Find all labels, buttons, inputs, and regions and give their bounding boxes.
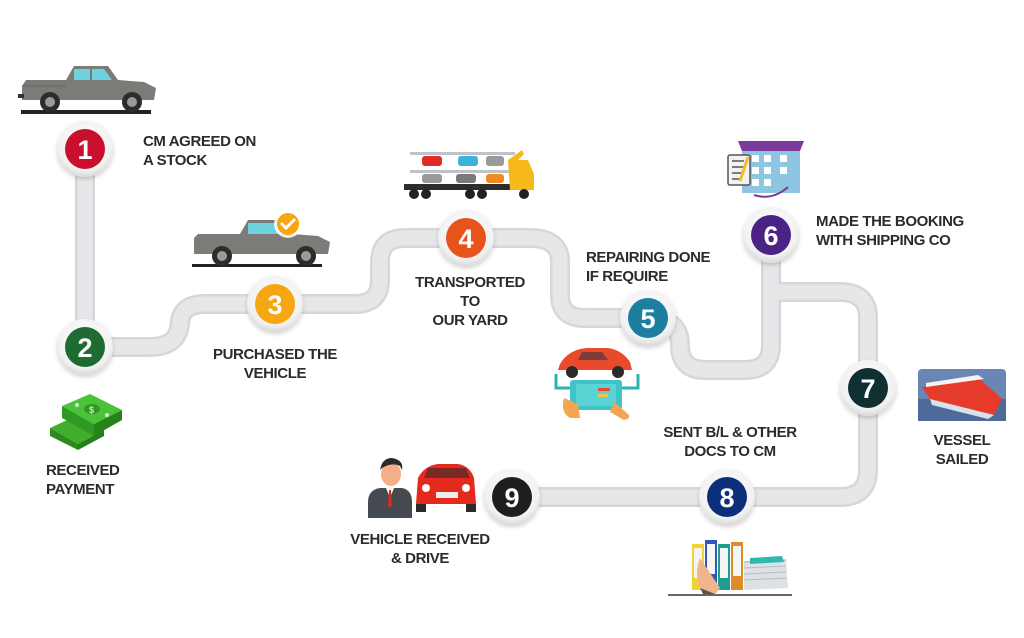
step-7-number: 7	[860, 374, 875, 404]
document-folders-icon	[668, 540, 792, 596]
step-2-label: RECEIVED PAYMENT	[46, 462, 120, 498]
car-diagnostics-icon	[554, 348, 640, 420]
step-8-number: 8	[719, 483, 734, 513]
step-5-marker: 5	[620, 290, 676, 346]
step-5-label: REPAIRING DONE IF REQUIRE	[586, 249, 711, 285]
step-9-badge	[492, 477, 532, 517]
step-9-number: 9	[504, 483, 519, 513]
step-6-label: MADE THE BOOKING WITH SHIPPING CO	[816, 213, 964, 249]
step-4-number: 4	[458, 224, 473, 254]
step-9-marker: 9	[484, 469, 540, 525]
step-9-label: VEHICLE RECEIVED & DRIVE	[350, 531, 490, 567]
step-7-badge	[848, 368, 888, 408]
step-2-number: 2	[77, 333, 92, 363]
cash-stack-icon: $	[50, 394, 122, 450]
step-4-badge	[446, 218, 486, 258]
step-6-badge	[751, 215, 791, 255]
step-1-marker: 1	[57, 121, 113, 177]
car-carrier-truck-icon	[404, 150, 534, 199]
step-6-marker: 6	[743, 207, 799, 263]
step-1-number: 1	[77, 135, 92, 165]
step-7-label: VESSEL SAILED	[933, 432, 991, 468]
step-5-number: 5	[640, 304, 655, 334]
step-2-marker: 2	[57, 319, 113, 375]
step-3-label: PURCHASED THE VEHICLE	[213, 346, 337, 382]
step-8-label: SENT B/L & OTHER DOCS TO CM	[663, 424, 797, 460]
step-8-badge	[707, 477, 747, 517]
customer-with-car-icon	[368, 458, 476, 518]
step-1-badge	[65, 129, 105, 169]
step-2-badge	[65, 327, 105, 367]
pickup-truck-icon	[18, 66, 156, 114]
step-4-marker: 4	[438, 210, 494, 266]
step-8-marker: 8	[699, 469, 755, 525]
step-4-label: TRANSPORTED TO OUR YARD	[415, 274, 525, 329]
step-3-number: 3	[267, 290, 282, 320]
step-5-badge	[628, 298, 668, 338]
step-1-label: CM AGREED ON A STOCK	[143, 133, 256, 169]
pickup-truck-checked-icon	[192, 210, 330, 267]
step-7-marker: 7	[840, 360, 896, 416]
step-3-badge	[255, 284, 295, 324]
step-6-number: 6	[763, 221, 778, 251]
step-3-marker: 3	[247, 276, 303, 332]
svg-text:$: $	[89, 405, 94, 415]
booking-office-icon	[727, 141, 804, 198]
cargo-vessel-icon	[918, 369, 1006, 421]
